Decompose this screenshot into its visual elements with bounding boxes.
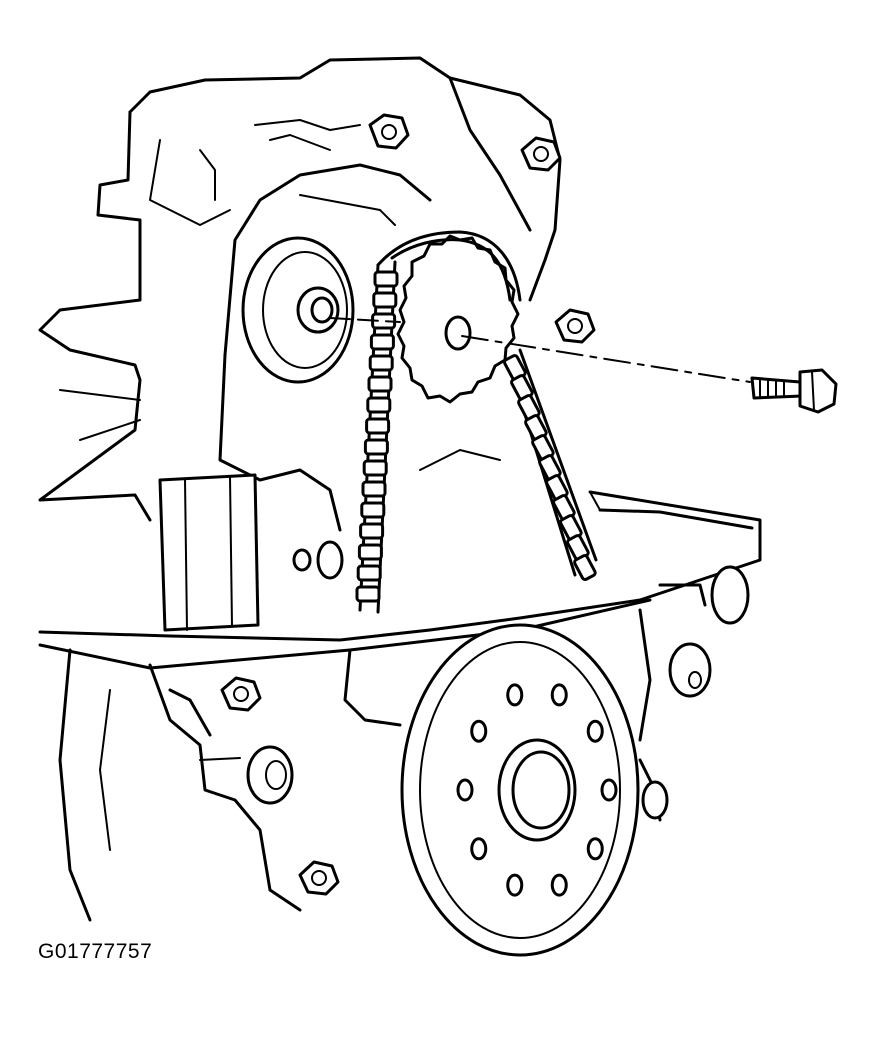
- crank-hole: [550, 683, 568, 707]
- chain-link: [363, 438, 389, 456]
- lower-bracket: [148, 663, 302, 912]
- crank-hole: [506, 683, 524, 707]
- figure-id-label: G01777757: [38, 940, 153, 963]
- chain-link: [372, 291, 398, 309]
- crank-hole: [586, 837, 604, 861]
- oil-pan-rail: [38, 490, 762, 670]
- chain-link: [365, 417, 391, 435]
- chain-link: [356, 564, 382, 582]
- crank-hole: [600, 778, 618, 802]
- chain-link: [359, 522, 385, 540]
- crank-hole: [470, 719, 488, 743]
- chain-link: [366, 396, 392, 414]
- oil-pump-sprocket: [396, 234, 520, 404]
- chain-link: [368, 354, 394, 372]
- block-bolt-top: [368, 113, 410, 150]
- crank-hole: [586, 719, 604, 743]
- crank-hole: [550, 873, 568, 897]
- block-bolt-right-upper: [520, 136, 562, 172]
- chain-link: [573, 554, 597, 581]
- crank-hole: [470, 837, 488, 861]
- chain-link: [355, 585, 381, 603]
- timing-cover-contour: [218, 163, 432, 532]
- chain-link: [360, 501, 386, 519]
- chain-link: [357, 543, 383, 561]
- block-bolt-lower-left: [220, 676, 262, 712]
- crank-hole: [456, 778, 474, 802]
- chain-link: [369, 333, 395, 351]
- timing-chain: [355, 230, 598, 614]
- chain-link: [367, 375, 393, 393]
- chain-link: [361, 480, 387, 498]
- block-bolt-bottom: [298, 860, 340, 896]
- block-holes: [292, 540, 344, 580]
- sprocket-bolt-removed: [329, 317, 838, 414]
- block-side-ports: [638, 565, 750, 822]
- engine-block-outline: [38, 56, 562, 522]
- chain-tensioner-block: [158, 473, 260, 632]
- block-bolt-right-mid: [554, 308, 596, 344]
- chain-link: [362, 459, 388, 477]
- crankshaft-sprocket: [400, 623, 640, 957]
- crank-hole: [506, 873, 524, 897]
- chain-link: [373, 270, 399, 288]
- lower-block-edges: [58, 608, 652, 922]
- idler-pulley: [241, 236, 355, 384]
